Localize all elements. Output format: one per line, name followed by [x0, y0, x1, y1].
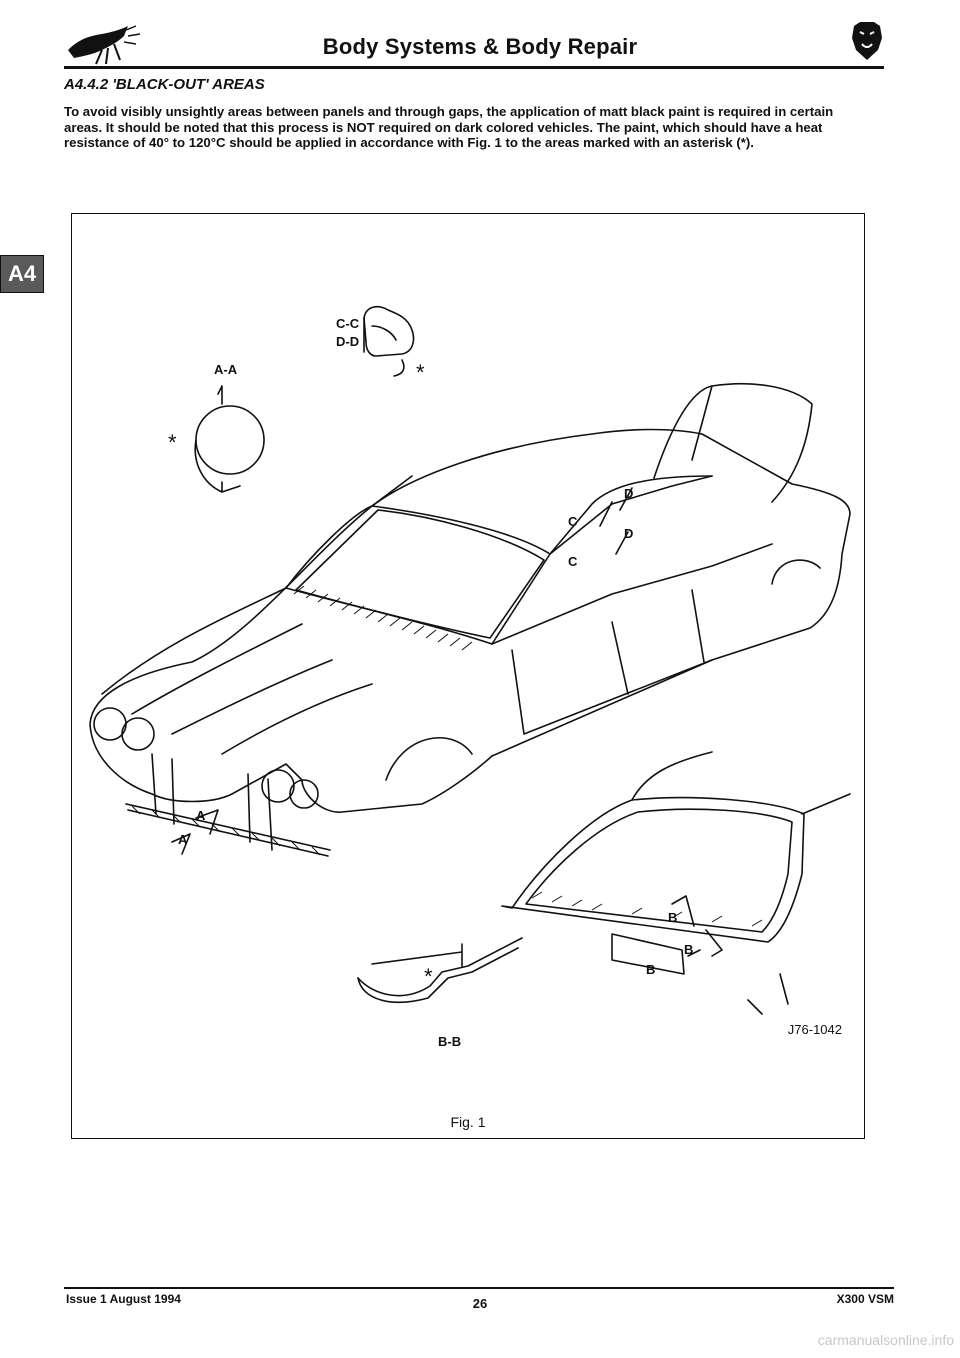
label-section-aa: A-A	[214, 362, 238, 377]
jaguar-growler-logo	[850, 20, 884, 67]
label-c-upper: C	[568, 514, 578, 529]
figure-caption: Fig. 1	[450, 1114, 486, 1130]
footer-rule	[64, 1287, 894, 1289]
watermark-text: carmanualsonline.info	[817, 1332, 954, 1348]
footer-page-number: 26	[472, 1296, 488, 1311]
label-b-lower: B	[646, 962, 655, 977]
label-asterisk-cc: *	[416, 360, 425, 385]
footer-issue-date: Issue 1 August 1994	[66, 1292, 181, 1306]
label-b-upper: B	[668, 910, 677, 925]
label-b-middle: B	[684, 942, 693, 957]
figure-frame: A-A * C-C D-D * D C D C A A B B B * B-B …	[71, 213, 865, 1139]
figure-reference-code: J76-1042	[787, 1022, 842, 1037]
page-header-title: Body Systems & Body Repair	[322, 34, 638, 59]
chapter-tab: A4	[0, 255, 44, 293]
section-title: A4.4.2 'BLACK-OUT' AREAS	[64, 76, 265, 93]
label-asterisk-aa: *	[168, 430, 177, 455]
section-body-text: To avoid visibly unsightly areas between…	[64, 104, 834, 150]
label-section-dd: D-D	[336, 334, 359, 349]
label-section-cc: C-C	[336, 316, 360, 331]
label-section-bb: B-B	[438, 1034, 461, 1049]
footer-manual-code: X300 VSM	[836, 1292, 894, 1306]
label-d-lower: D	[624, 526, 633, 541]
header-rule	[64, 66, 884, 69]
label-a-upper: A	[196, 808, 206, 823]
label-a-lower: A	[178, 832, 188, 847]
jaguar-leaper-logo	[62, 20, 152, 71]
label-c-lower: C	[568, 554, 578, 569]
label-asterisk-bb: *	[424, 964, 433, 989]
label-d-upper: D	[624, 486, 633, 501]
chapter-tab-label: A4	[7, 261, 37, 286]
car-body-illustration: A-A * C-C D-D * D C D C A A B B B * B-B	[89, 305, 851, 1049]
